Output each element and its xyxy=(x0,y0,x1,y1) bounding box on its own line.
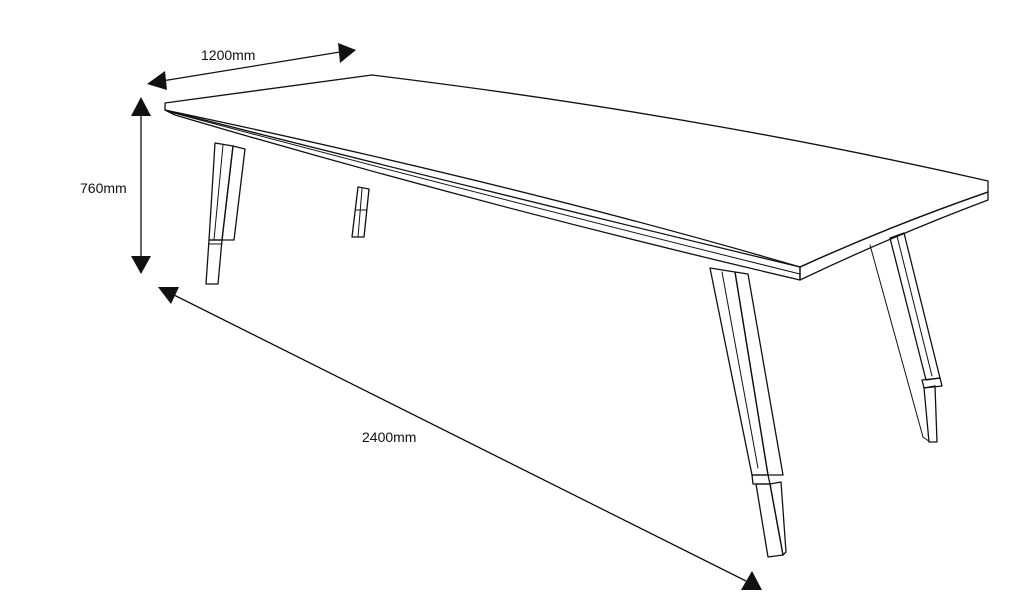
table-top-surface xyxy=(164,74,989,268)
table-top xyxy=(164,74,989,281)
table-top-edge-line xyxy=(169,111,801,275)
length-label: 2400mm xyxy=(362,429,416,445)
table-top-right-edge xyxy=(799,191,989,281)
leg-back-left xyxy=(351,186,370,238)
height-arrow-top xyxy=(131,97,151,116)
dimension-length: 2400mm xyxy=(158,287,762,590)
depth-label: 1200mm xyxy=(201,47,255,63)
leg-front-right xyxy=(709,267,787,558)
depth-arrow-right xyxy=(338,43,356,63)
table-legs xyxy=(205,142,943,558)
dimension-height: 760mm xyxy=(80,97,151,274)
depth-arrow-left xyxy=(147,71,167,90)
depth-dimension-line xyxy=(161,51,341,82)
length-dimension-line xyxy=(173,294,747,582)
height-arrow-bottom xyxy=(131,256,151,274)
length-arrow-bottom xyxy=(741,571,762,590)
length-arrow-top xyxy=(158,287,179,304)
leg-front-left xyxy=(205,142,246,285)
dimension-depth: 1200mm xyxy=(147,43,356,90)
leg-back-right xyxy=(869,232,943,443)
height-label: 760mm xyxy=(80,180,127,196)
